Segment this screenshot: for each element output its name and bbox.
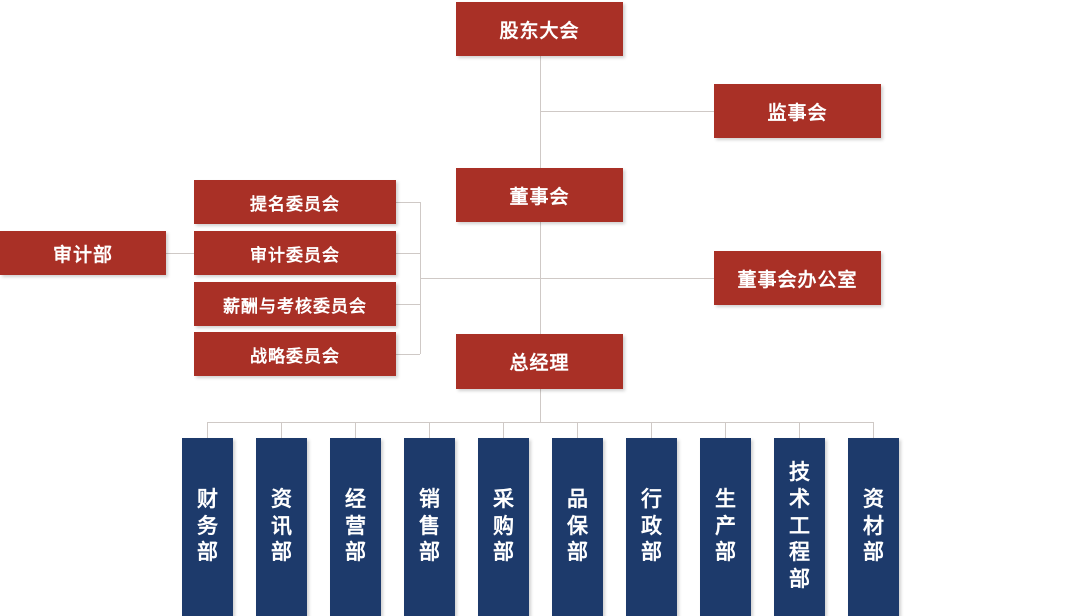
connector-department-bar bbox=[207, 422, 873, 423]
connector-drop-dept-4 bbox=[429, 422, 430, 438]
connector-drop-dept-7 bbox=[651, 422, 652, 438]
node-supervisory-board[interactable]: 监事会 bbox=[714, 84, 881, 138]
node-shareholders[interactable]: 股东大会 bbox=[456, 2, 623, 56]
node-board-office[interactable]: 董事会办公室 bbox=[714, 251, 881, 305]
connector-committees-to-spine bbox=[420, 278, 540, 279]
node-committee-audit[interactable]: 审计委员会 bbox=[194, 231, 396, 275]
node-dept-information[interactable]: 资讯部 bbox=[256, 438, 307, 616]
node-committee-strategy[interactable]: 战略委员会 bbox=[194, 332, 396, 376]
connector-supervisory bbox=[540, 111, 714, 112]
node-dept-finance[interactable]: 财务部 bbox=[182, 438, 233, 616]
connector-committee-remuneration bbox=[396, 304, 420, 305]
node-general-manager[interactable]: 总经理 bbox=[456, 334, 623, 389]
connector-drop-dept-9 bbox=[799, 422, 800, 438]
dept-label: 财务部 bbox=[197, 487, 219, 565]
connector-committee-strategy bbox=[396, 354, 420, 355]
node-audit-department[interactable]: 审计部 bbox=[0, 231, 166, 275]
connector-drop-dept-1 bbox=[207, 422, 208, 438]
node-dept-engineering[interactable]: 技术工程部 bbox=[774, 438, 825, 616]
connector-audit-dept bbox=[166, 253, 194, 254]
connector-drop-dept-3 bbox=[355, 422, 356, 438]
node-dept-administration[interactable]: 行政部 bbox=[626, 438, 677, 616]
connector-drop-dept-10 bbox=[873, 422, 874, 438]
dept-label: 资讯部 bbox=[271, 487, 293, 565]
dept-label: 品保部 bbox=[567, 487, 589, 565]
node-dept-quality[interactable]: 品保部 bbox=[552, 438, 603, 616]
connector-spine-main bbox=[540, 56, 541, 168]
connector-committee-audit bbox=[396, 253, 420, 254]
dept-label: 行政部 bbox=[641, 487, 663, 565]
node-committee-remuneration[interactable]: 薪酬与考核委员会 bbox=[194, 282, 396, 326]
dept-label: 资材部 bbox=[863, 487, 885, 565]
connector-board-office bbox=[540, 278, 714, 279]
connector-spine-gm-to-depts bbox=[540, 389, 541, 423]
node-dept-production[interactable]: 生产部 bbox=[700, 438, 751, 616]
connector-drop-dept-6 bbox=[577, 422, 578, 438]
dept-label: 销售部 bbox=[419, 487, 441, 565]
dept-label: 生产部 bbox=[715, 487, 737, 565]
node-dept-sales[interactable]: 销售部 bbox=[404, 438, 455, 616]
connector-committee-bracket bbox=[420, 202, 421, 354]
node-dept-materials[interactable]: 资材部 bbox=[848, 438, 899, 616]
dept-label: 技术工程部 bbox=[789, 460, 811, 592]
node-dept-operations[interactable]: 经营部 bbox=[330, 438, 381, 616]
connector-drop-dept-5 bbox=[503, 422, 504, 438]
node-dept-purchasing[interactable]: 采购部 bbox=[478, 438, 529, 616]
node-board-of-directors[interactable]: 董事会 bbox=[456, 168, 623, 222]
dept-label: 采购部 bbox=[493, 487, 515, 565]
dept-label: 经营部 bbox=[345, 487, 367, 565]
connector-drop-dept-8 bbox=[725, 422, 726, 438]
connector-committee-nomination bbox=[396, 202, 420, 203]
node-committee-nomination[interactable]: 提名委员会 bbox=[194, 180, 396, 224]
connector-drop-dept-2 bbox=[281, 422, 282, 438]
